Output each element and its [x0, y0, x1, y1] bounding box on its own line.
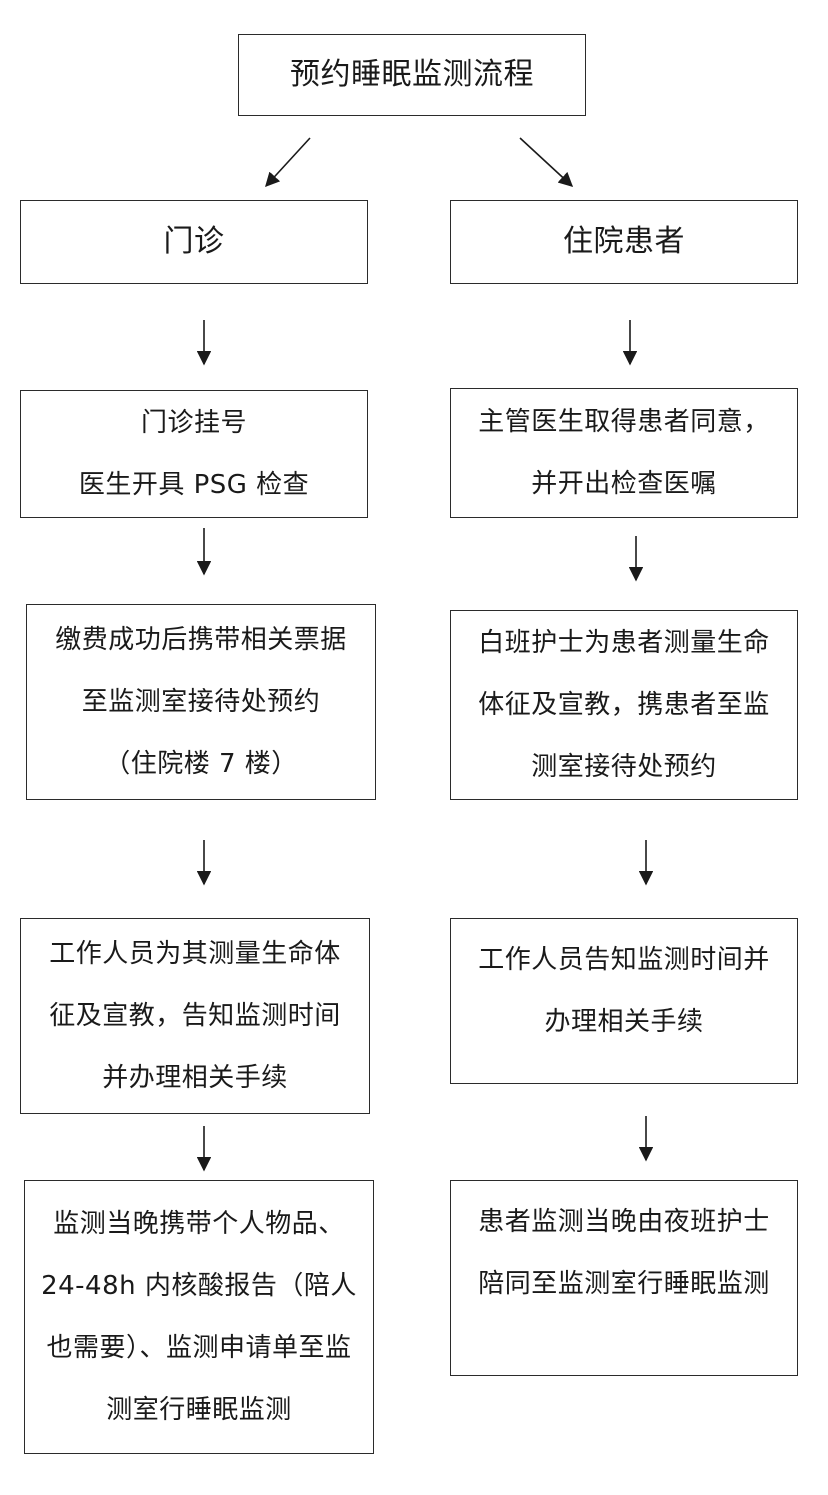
outpatient-step-2-line-1: 缴费成功后携带相关票据	[55, 625, 347, 655]
outpatient-box: 门诊	[20, 200, 368, 284]
inpatient-step-2-line-2: 体征及宣教，携患者至监	[478, 690, 770, 720]
outpatient-step-3-line-2: 征及宣教，告知监测时间	[49, 1001, 341, 1031]
outpatient-step-4: 监测当晚携带个人物品、 24-48h 内核酸报告（陪人 也需要）、监测申请单至监…	[24, 1180, 374, 1454]
outpatient-step-2: 缴费成功后携带相关票据 至监测室接待处预约 （住院楼 7 楼）	[26, 604, 376, 800]
inpatient-step-2-line-3: 测室接待处预约	[531, 752, 717, 782]
inpatient-step-3-line-2: 办理相关手续	[544, 1007, 704, 1037]
inpatient-step-4-line-2: 陪同至监测室行睡眠监测	[478, 1269, 770, 1299]
inpatient-step-3: 工作人员告知监测时间并 办理相关手续	[450, 918, 798, 1084]
outpatient-step-1: 门诊挂号 医生开具 PSG 检查	[20, 390, 368, 518]
outpatient-step-3-line-1: 工作人员为其测量生命体	[49, 939, 341, 969]
arrow-title-to-outpatient	[265, 137, 311, 188]
outpatient-step-1-line-1: 门诊挂号	[140, 408, 247, 438]
inpatient-step-4: 患者监测当晚由夜班护士 陪同至监测室行睡眠监测	[450, 1180, 798, 1376]
outpatient-step-2-line-2: 至监测室接待处预约	[81, 687, 321, 717]
outpatient-step-4-line-4: 测室行睡眠监测	[106, 1395, 292, 1425]
inpatient-step-1-line-1: 主管医生取得患者同意，	[478, 407, 770, 437]
outpatient-step-3: 工作人员为其测量生命体 征及宣教，告知监测时间 并办理相关手续	[20, 918, 370, 1114]
arrow-title-to-inpatient	[519, 137, 574, 187]
outpatient-step-4-line-3: 也需要）、监测申请单至监	[46, 1333, 352, 1363]
inpatient-step-1-line-2: 并开出检查医嘱	[531, 469, 717, 499]
outpatient-step-4-line-1: 监测当晚携带个人物品、	[53, 1209, 345, 1239]
inpatient-step-4-line-1: 患者监测当晚由夜班护士	[478, 1207, 770, 1237]
outpatient-step-2-line-3: （住院楼 7 楼）	[104, 749, 298, 779]
inpatient-step-1: 主管医生取得患者同意， 并开出检查医嘱	[450, 388, 798, 518]
outpatient-step-3-line-3: 并办理相关手续	[102, 1063, 288, 1093]
inpatient-step-2-line-1: 白班护士为患者测量生命	[478, 628, 770, 658]
inpatient-step-3-line-1: 工作人员告知监测时间并	[478, 945, 770, 975]
flow-title: 预约睡眠监测流程	[290, 57, 534, 92]
outpatient-step-1-line-2: 医生开具 PSG 检查	[79, 454, 309, 516]
inpatient-box: 住院患者	[450, 200, 798, 284]
outpatient-step-4-line-2: 24-48h 内核酸报告（陪人	[41, 1271, 357, 1301]
outpatient-heading: 门诊	[163, 224, 225, 259]
inpatient-heading: 住院患者	[563, 224, 685, 259]
inpatient-step-2: 白班护士为患者测量生命 体征及宣教，携患者至监 测室接待处预约	[450, 610, 798, 800]
outpatient-step-1-line-2-text: 医生开具 PSG 检查	[78, 470, 310, 500]
title-box: 预约睡眠监测流程	[238, 34, 586, 116]
